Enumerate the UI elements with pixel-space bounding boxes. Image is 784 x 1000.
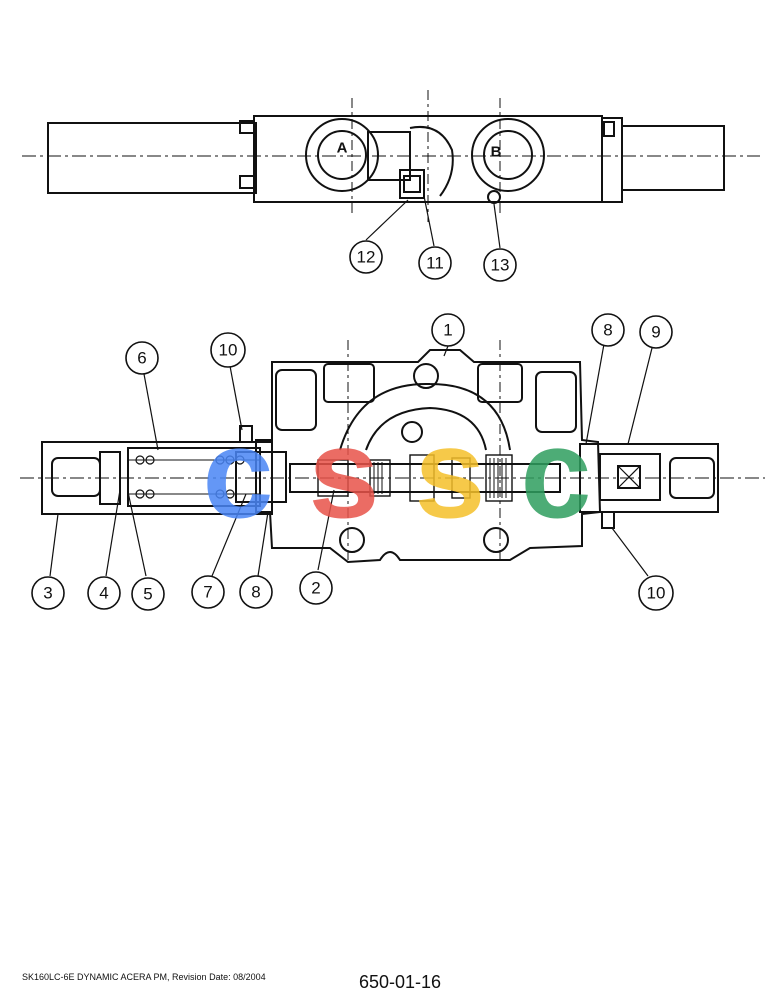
svg-text:8: 8 xyxy=(251,583,260,602)
top-view xyxy=(22,90,760,249)
svg-text:12: 12 xyxy=(357,248,376,267)
callout-1: 1 xyxy=(431,313,465,347)
watermark-letter-2: s xyxy=(308,403,379,546)
callout-9: 9 xyxy=(639,315,673,349)
svg-text:10: 10 xyxy=(219,341,238,360)
footer-page-number: 650-01-16 xyxy=(358,972,442,992)
svg-text:5: 5 xyxy=(143,585,152,604)
svg-text:6: 6 xyxy=(137,349,146,368)
port-a-label: A xyxy=(337,140,348,157)
callout-7: 7 xyxy=(191,575,225,609)
watermark-letter-3: s xyxy=(414,403,485,546)
watermark: c s s c xyxy=(202,403,591,546)
callout-13: 13 xyxy=(483,248,517,282)
svg-text:11: 11 xyxy=(426,254,444,273)
svg-text:3: 3 xyxy=(43,584,52,603)
svg-text:2: 2 xyxy=(311,579,320,598)
svg-text:1: 1 xyxy=(443,321,452,340)
svg-text:7: 7 xyxy=(203,583,212,602)
callout-4: 4 xyxy=(87,576,121,610)
svg-text:13: 13 xyxy=(491,256,510,275)
callout-8-bottom: 8 xyxy=(239,575,273,609)
callout-5: 5 xyxy=(131,577,165,611)
callout-10-bottom: 10 xyxy=(638,575,674,611)
section-view xyxy=(20,340,765,577)
callout-10-top: 10 xyxy=(210,332,246,368)
watermark-letter-4: c xyxy=(520,403,591,546)
footer-revision-text: SK160LC-6E DYNAMIC ACERA PM, Revision Da… xyxy=(22,972,266,982)
port-b-label: B xyxy=(491,144,502,161)
callout-12: 12 xyxy=(349,240,383,274)
callout-11: 11 xyxy=(418,246,452,280)
callout-2: 2 xyxy=(299,571,333,605)
watermark-letter-1: c xyxy=(202,403,273,546)
svg-text:8: 8 xyxy=(603,321,612,340)
svg-text:10: 10 xyxy=(647,584,666,603)
svg-text:9: 9 xyxy=(651,323,660,342)
callout-8-top: 8 xyxy=(591,313,625,347)
svg-text:4: 4 xyxy=(99,584,108,603)
callout-6: 6 xyxy=(125,341,159,375)
callout-3: 3 xyxy=(31,576,65,610)
